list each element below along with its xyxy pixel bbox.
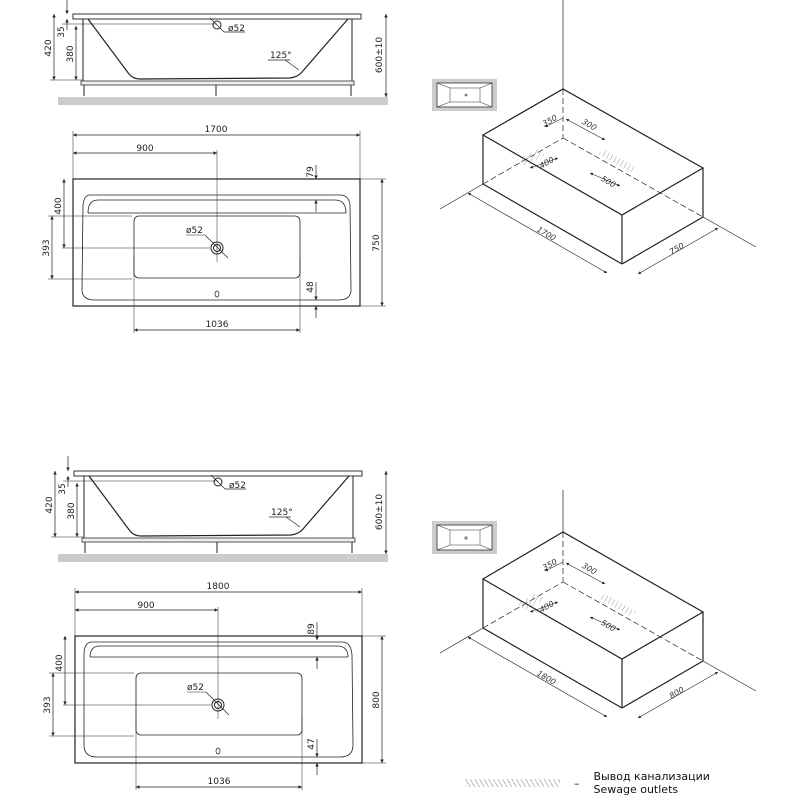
hatch-swatch-icon	[465, 779, 560, 787]
iso-outlet-right-size: 500	[599, 174, 617, 189]
floor	[58, 97, 388, 105]
overflow-diameter: ø52	[229, 481, 246, 491]
dim-total-height: 420	[45, 496, 55, 513]
outlet-hatch-right	[598, 594, 637, 616]
iso-width: 800	[668, 685, 686, 700]
dim-rim-front: 48	[306, 281, 316, 293]
dim-rim-back: 89	[307, 623, 317, 635]
dim-bottom-width: 393	[43, 696, 53, 713]
dim-length: 1700	[205, 125, 228, 135]
dim-height-legs: 600±10	[375, 494, 385, 530]
angle-label: 125°	[270, 51, 292, 61]
floor	[58, 554, 388, 562]
dim-length: 1800	[207, 582, 230, 592]
outlet-hatch-left	[517, 593, 545, 610]
dim-drain-from-back: 400	[54, 197, 64, 214]
iso-outlet-offset-b: 300	[580, 561, 598, 576]
dim-height-legs: 600±10	[375, 37, 385, 73]
iso-length: 1800	[535, 669, 557, 687]
dim-rim-thickness: 35	[57, 26, 67, 37]
top-view-1	[48, 131, 386, 333]
outlet-hatch-right	[598, 150, 637, 172]
drain-diameter: ø52	[186, 226, 203, 236]
dim-bottom-length: 1036	[206, 320, 229, 330]
iso-outlet-offset-a: 350	[541, 113, 559, 128]
dim-rim-front: 47	[307, 738, 317, 749]
dim-bottom-length: 1036	[208, 777, 231, 787]
iso-outlet-offset-b: 300	[580, 117, 598, 132]
dim-total-height: 420	[44, 39, 54, 56]
overflow-diameter: ø52	[228, 24, 245, 34]
dim-bottom-width: 393	[42, 239, 52, 256]
drain-diameter: ø52	[187, 683, 204, 693]
dim-drain-from-back: 400	[55, 654, 65, 671]
dim-inner-depth: 380	[66, 45, 76, 62]
legend-text: Вывод канализации Sewage outlets	[594, 770, 710, 796]
legend: – Вывод канализации Sewage outlets	[465, 770, 710, 796]
outlet-hatch-left	[517, 149, 545, 166]
legend-label-ru: Вывод канализации	[593, 770, 710, 783]
iso-length: 1700	[535, 225, 557, 243]
legend-separator: –	[574, 776, 580, 790]
iso-view-2	[432, 490, 757, 719]
iso-width: 750	[668, 241, 686, 256]
dim-drain-offset: 900	[137, 601, 154, 611]
dim-width: 750	[372, 234, 382, 251]
legend-label-en: Sewage outlets	[593, 783, 679, 796]
dim-drain-offset: 900	[136, 144, 153, 154]
top-view-2	[49, 588, 386, 790]
side-view-2	[51, 456, 388, 562]
iso-outlet-offset-a: 350	[541, 557, 559, 572]
iso-view-1	[432, 0, 757, 275]
angle-label: 125°	[271, 508, 293, 518]
dim-inner-depth: 380	[67, 502, 77, 519]
dim-rim-thickness: 35	[58, 483, 68, 494]
dim-width: 800	[372, 691, 382, 708]
dim-rim-back: 79	[306, 166, 316, 178]
iso-outlet-right-size: 500	[599, 618, 617, 633]
model-1: 420 35 380 600±10 ø52 125°	[42, 0, 757, 333]
side-view-1	[50, 0, 388, 105]
model-2: 420 35 380 600±10 ø52 125°	[43, 456, 757, 790]
